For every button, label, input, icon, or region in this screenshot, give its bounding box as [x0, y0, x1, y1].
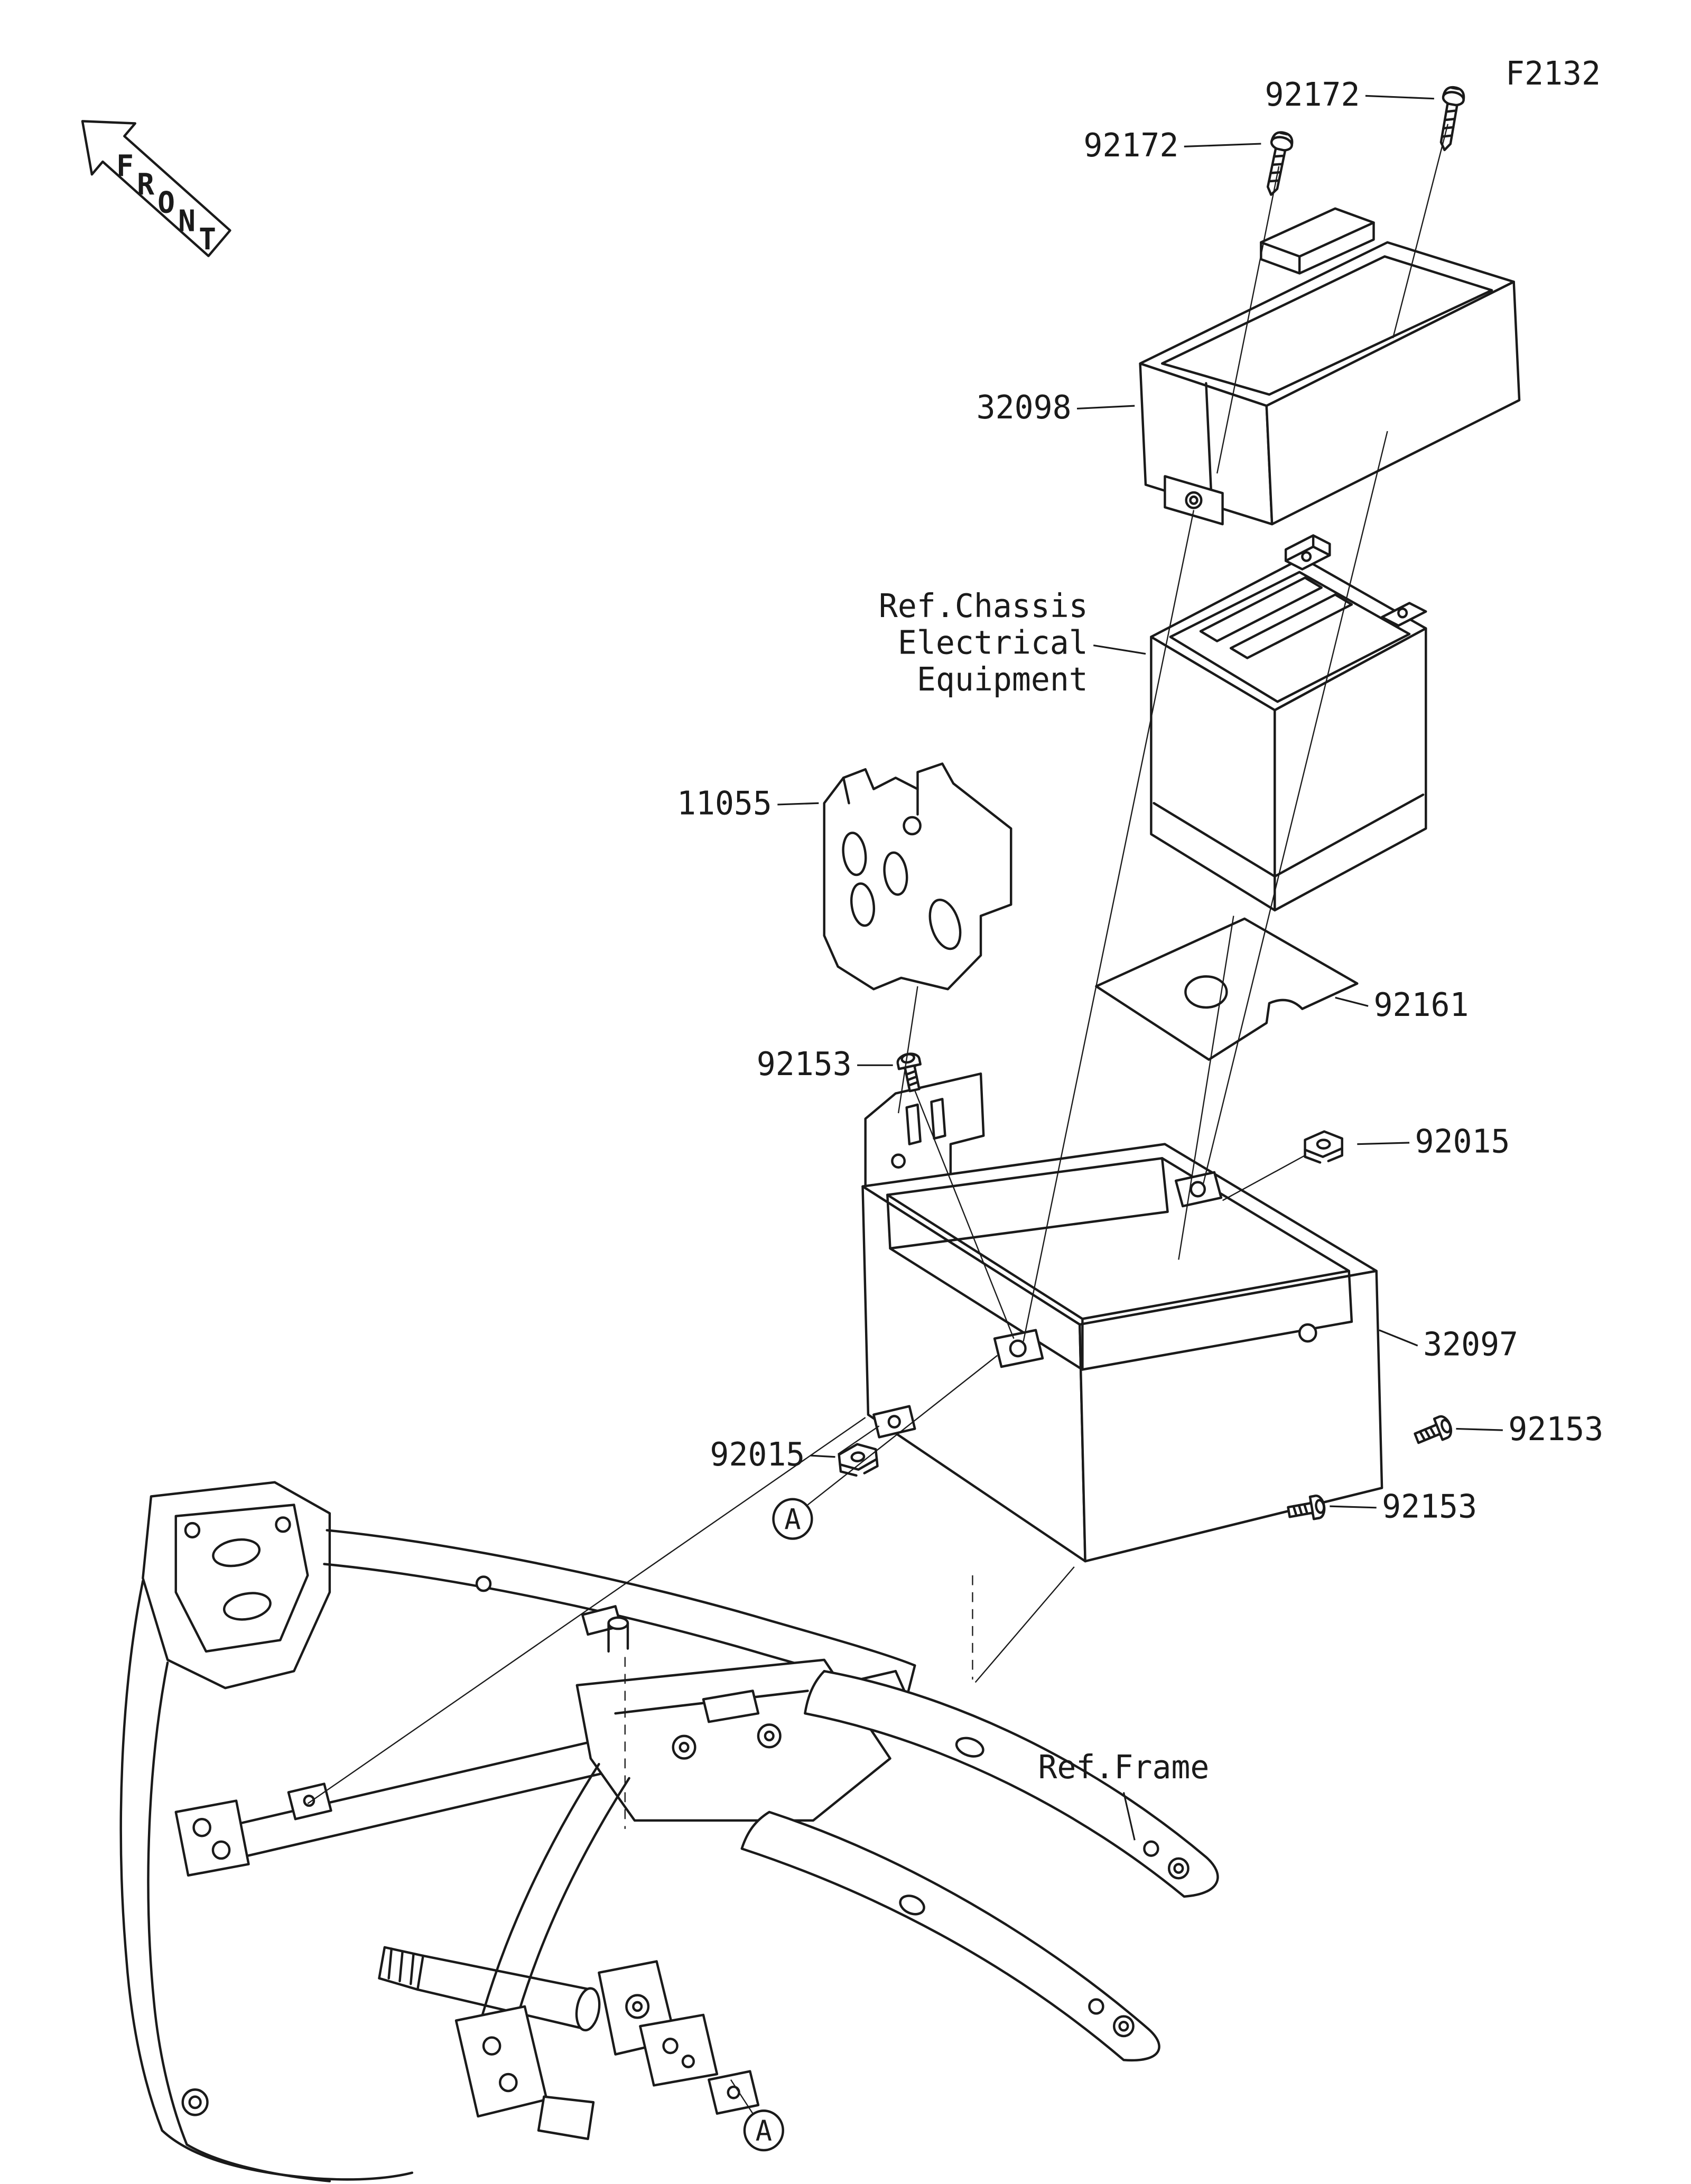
screw-92172-left — [1261, 130, 1294, 197]
battery — [1150, 534, 1427, 912]
battery-pad-92161 — [1095, 917, 1359, 1061]
label-leader-lines — [777, 95, 1503, 1841]
label-screw-92153-right: 92153 — [1508, 1411, 1603, 1448]
clip-92015-upper — [1305, 1132, 1342, 1163]
label-screw-92153-top: 92153 — [757, 1046, 852, 1083]
front-letter-o: O — [157, 186, 175, 220]
battery-case-cover-32098 — [1139, 207, 1521, 526]
label-case-32097: 32097 — [1423, 1326, 1518, 1364]
projection-lines — [307, 1417, 1075, 1804]
front-letter-r: R — [137, 167, 155, 202]
ref-chassis-line3: Equipment — [917, 661, 1088, 698]
detail-marker-a-lower-letter: A — [756, 2115, 772, 2148]
assembly-alignment-lines — [730, 124, 1449, 2114]
label-pad-92161: 92161 — [1374, 986, 1469, 1024]
label-cover-32098: 32098 — [977, 389, 1072, 426]
label-screw-92172-right: 92172 — [1265, 76, 1360, 114]
bracket-11055 — [823, 762, 1012, 991]
screw-92172-right — [1434, 86, 1465, 152]
front-letter-t: T — [199, 222, 216, 257]
ref-frame-label: Ref.Frame — [1038, 1749, 1209, 1786]
label-screw-92172-left: 92172 — [1083, 127, 1178, 164]
label-clip-92015-upper: 92015 — [1415, 1123, 1510, 1161]
figure-code: F2132 — [1506, 55, 1601, 92]
screw-92153-right — [1413, 1414, 1454, 1449]
screw-92153-top — [896, 1052, 925, 1093]
detail-marker-a-lower: A — [743, 2110, 784, 2152]
detail-marker-a-upper: A — [772, 1498, 813, 1540]
label-screw-92153-bottom: 92153 — [1382, 1488, 1477, 1526]
ref-chassis-line1: Ref.Chassis — [879, 587, 1088, 625]
clip-92015-lower — [838, 1442, 878, 1477]
front-letter-f: F — [116, 150, 134, 184]
front-arrow-outline — [81, 120, 231, 257]
frame-assembly — [119, 1481, 1219, 2182]
label-clip-92015-lower: 92015 — [710, 1436, 805, 1473]
detail-marker-a-upper-letter: A — [784, 1503, 801, 1536]
front-direction-arrow: F R O N T — [81, 120, 231, 257]
label-bracket-11055: 11055 — [677, 785, 772, 823]
front-letter-n: N — [178, 204, 196, 239]
ref-chassis-line2: Electrical — [898, 624, 1088, 662]
